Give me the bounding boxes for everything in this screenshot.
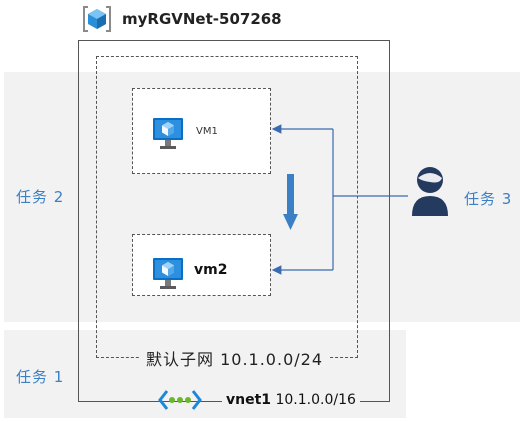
- task3-panel: [286, 72, 520, 322]
- vm1-label: VM1: [196, 126, 218, 137]
- vnet-name: vnet1: [226, 392, 272, 408]
- vm2-label: vm2: [194, 262, 228, 278]
- vnet-label: vnet1 10.1.0.0/16: [222, 392, 360, 408]
- subnet-label: 默认子网 10.1.0.0/24: [140, 346, 329, 370]
- down-arrow-icon: [283, 174, 298, 230]
- virtual-machine-icon: [152, 116, 184, 152]
- virtual-network-icon: [158, 388, 202, 412]
- task2-label: 任务 2: [16, 188, 65, 206]
- resource-group-icon: [82, 4, 112, 34]
- user-icon: [408, 166, 452, 218]
- resource-group-name: myRGVNet-507268: [122, 10, 282, 28]
- task3-label: 任务 3: [464, 190, 513, 208]
- vnet-address: 10.1.0.0/16: [275, 392, 356, 408]
- virtual-machine-icon: [152, 256, 184, 292]
- task1-label: 任务 1: [16, 368, 65, 386]
